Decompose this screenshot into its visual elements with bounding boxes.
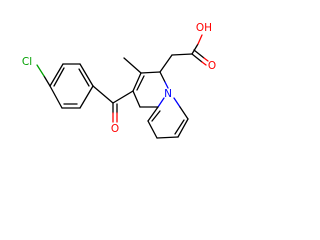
bond: [147, 106, 159, 122]
structure-diagram: Cl O OH O N: [22, 22, 216, 139]
bond: [112, 90, 134, 104]
double-bond-inner: [151, 110, 161, 122]
chlorophenyl-ring: [49, 63, 94, 109]
bond: [159, 54, 173, 73]
chlorine-bond: [36, 64, 45, 77]
bond: [173, 97, 181, 108]
bond: [201, 61, 207, 66]
bond: [147, 120, 158, 139]
bond: [191, 53, 203, 63]
double-bond-inner: [174, 119, 185, 135]
pyrrole-ring: [132, 71, 169, 108]
acid-oxygen-label: O: [208, 60, 216, 72]
bond: [49, 63, 64, 87]
bond: [193, 49, 205, 59]
bond: [92, 85, 114, 104]
bond: [79, 63, 94, 87]
bond: [157, 97, 165, 108]
bond: [140, 71, 161, 74]
bond: [79, 85, 94, 109]
double-bond-inner: [53, 67, 65, 87]
pyridine-ring: [147, 97, 189, 139]
bond: [203, 57, 209, 62]
bond: [197, 34, 203, 45]
bond: [156, 136, 179, 139]
double-bond-inner: [78, 68, 90, 87]
bond: [132, 90, 141, 108]
nitrogen-atom-label: N: [164, 88, 172, 100]
bond: [177, 118, 189, 138]
double-bond-inner: [136, 75, 145, 91]
carbonyl-oxygen-label: O: [111, 123, 119, 135]
bond: [43, 75, 51, 87]
chlorine-atom-label: Cl: [22, 56, 32, 68]
bond: [164, 81, 169, 89]
hydroxyl-label: OH: [196, 22, 212, 34]
bond: [49, 85, 63, 109]
bond: [179, 106, 189, 120]
bond: [132, 72, 142, 92]
methyl-bond: [123, 57, 142, 74]
bond: [159, 71, 166, 83]
bond: [191, 43, 199, 55]
bond: [171, 53, 193, 56]
